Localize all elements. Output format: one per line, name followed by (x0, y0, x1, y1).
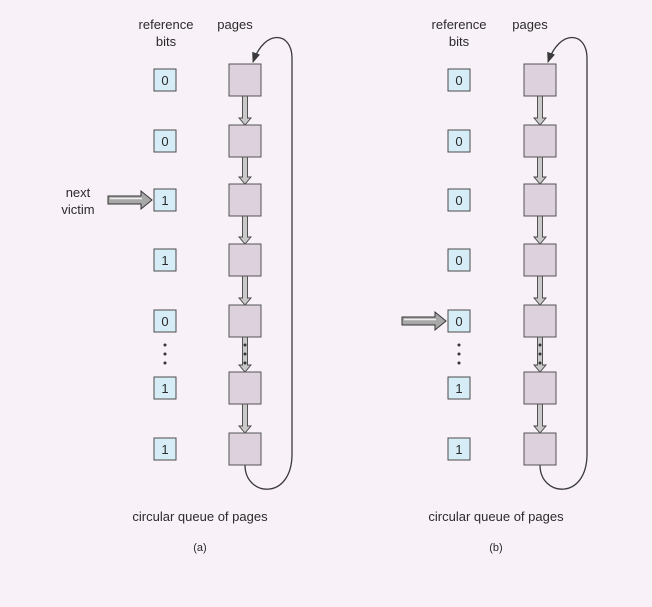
reference-bits-header-line-1: reference (139, 17, 194, 32)
reference-bit-box (447, 68, 471, 92)
panel-label: (a) (193, 542, 206, 554)
page-box (523, 183, 557, 217)
page-box (523, 63, 557, 97)
page-box (523, 124, 557, 158)
ellipsis-dot (243, 352, 247, 356)
reference-bit-value: 0 (455, 193, 462, 208)
page-box (523, 371, 557, 405)
ellipsis-dot (243, 343, 247, 347)
reference-bit-box (447, 376, 471, 400)
page-box (228, 243, 262, 277)
queue-caption: circular queue of pages (428, 509, 564, 524)
ellipsis-dot (538, 343, 542, 347)
reference-bit-value: 0 (161, 73, 168, 88)
reference-bit-value: 0 (161, 134, 168, 149)
page-box (228, 371, 262, 405)
pages-header: pages (512, 17, 548, 32)
reference-bit-box (153, 437, 177, 461)
page-link-arrow (238, 275, 252, 306)
reference-bit-value: 0 (455, 134, 462, 149)
reference-bit-box (153, 129, 177, 153)
clock-pointer-arrow (107, 189, 153, 211)
reference-bits-header-line-2: bits (156, 34, 177, 49)
page-box (523, 432, 557, 466)
reference-bit-box (153, 68, 177, 92)
reference-bit-box (447, 248, 471, 272)
ellipsis-dot (163, 343, 167, 347)
page-box (228, 124, 262, 158)
reference-bit-value: 0 (161, 314, 168, 329)
reference-bit-box (447, 309, 471, 333)
ellipsis-dot (163, 352, 167, 356)
reference-bit-value: 1 (161, 253, 168, 268)
reference-bits-header-line-2: bits (449, 34, 470, 49)
ellipsis-dot (163, 361, 167, 365)
ellipsis-dot (538, 352, 542, 356)
panel-label: (b) (489, 542, 502, 554)
page-link-arrow (238, 156, 252, 185)
page-box (228, 183, 262, 217)
reference-bit-value: 0 (455, 253, 462, 268)
reference-bit-value: 1 (455, 442, 462, 457)
page-link-arrow (238, 403, 252, 434)
page-link-arrow (533, 275, 547, 306)
page-link-arrow (533, 403, 547, 434)
reference-bits-header-line-1: reference (432, 17, 487, 32)
reference-bit-value: 1 (161, 193, 168, 208)
ellipsis-dot (457, 343, 461, 347)
page-box (523, 304, 557, 338)
reference-bit-value: 0 (455, 314, 462, 329)
page-box (523, 243, 557, 277)
next-victim-label-line-2: victim (61, 202, 94, 217)
ellipsis-dot (457, 361, 461, 365)
reference-bit-box (447, 437, 471, 461)
next-victim-label-line-1: next (66, 185, 91, 200)
page-box (228, 432, 262, 466)
ellipsis-dot (538, 361, 542, 365)
page-link-arrow (533, 95, 547, 126)
panel-a: reference bits pages 0 0 1 1 0 1 1 next victim circu… (61, 17, 293, 554)
reference-bit-box (153, 248, 177, 272)
clock-pointer-arrow (401, 310, 447, 332)
reference-bit-value: 1 (161, 442, 168, 457)
page-link-arrow (238, 215, 252, 245)
page-link-arrow (238, 95, 252, 126)
reference-bit-value: 1 (455, 381, 462, 396)
panel-b: reference bits pages 0 0 0 0 0 1 1 circular queue … (401, 17, 588, 554)
page-link-arrow (533, 215, 547, 245)
reference-bit-box (447, 129, 471, 153)
circular-queue-loop-arrow (244, 36, 293, 490)
queue-caption: circular queue of pages (132, 509, 268, 524)
pages-header: pages (217, 17, 253, 32)
ellipsis-dot (243, 361, 247, 365)
reference-bit-box (153, 188, 177, 212)
page-box (228, 63, 262, 97)
ellipsis-dot (457, 352, 461, 356)
reference-bit-box (153, 309, 177, 333)
reference-bit-box (447, 188, 471, 212)
reference-bit-box (153, 376, 177, 400)
page-box (228, 304, 262, 338)
circular-queue-loop-arrow (539, 36, 588, 490)
reference-bit-value: 0 (455, 73, 462, 88)
reference-bit-value: 1 (161, 381, 168, 396)
page-link-arrow (533, 156, 547, 185)
